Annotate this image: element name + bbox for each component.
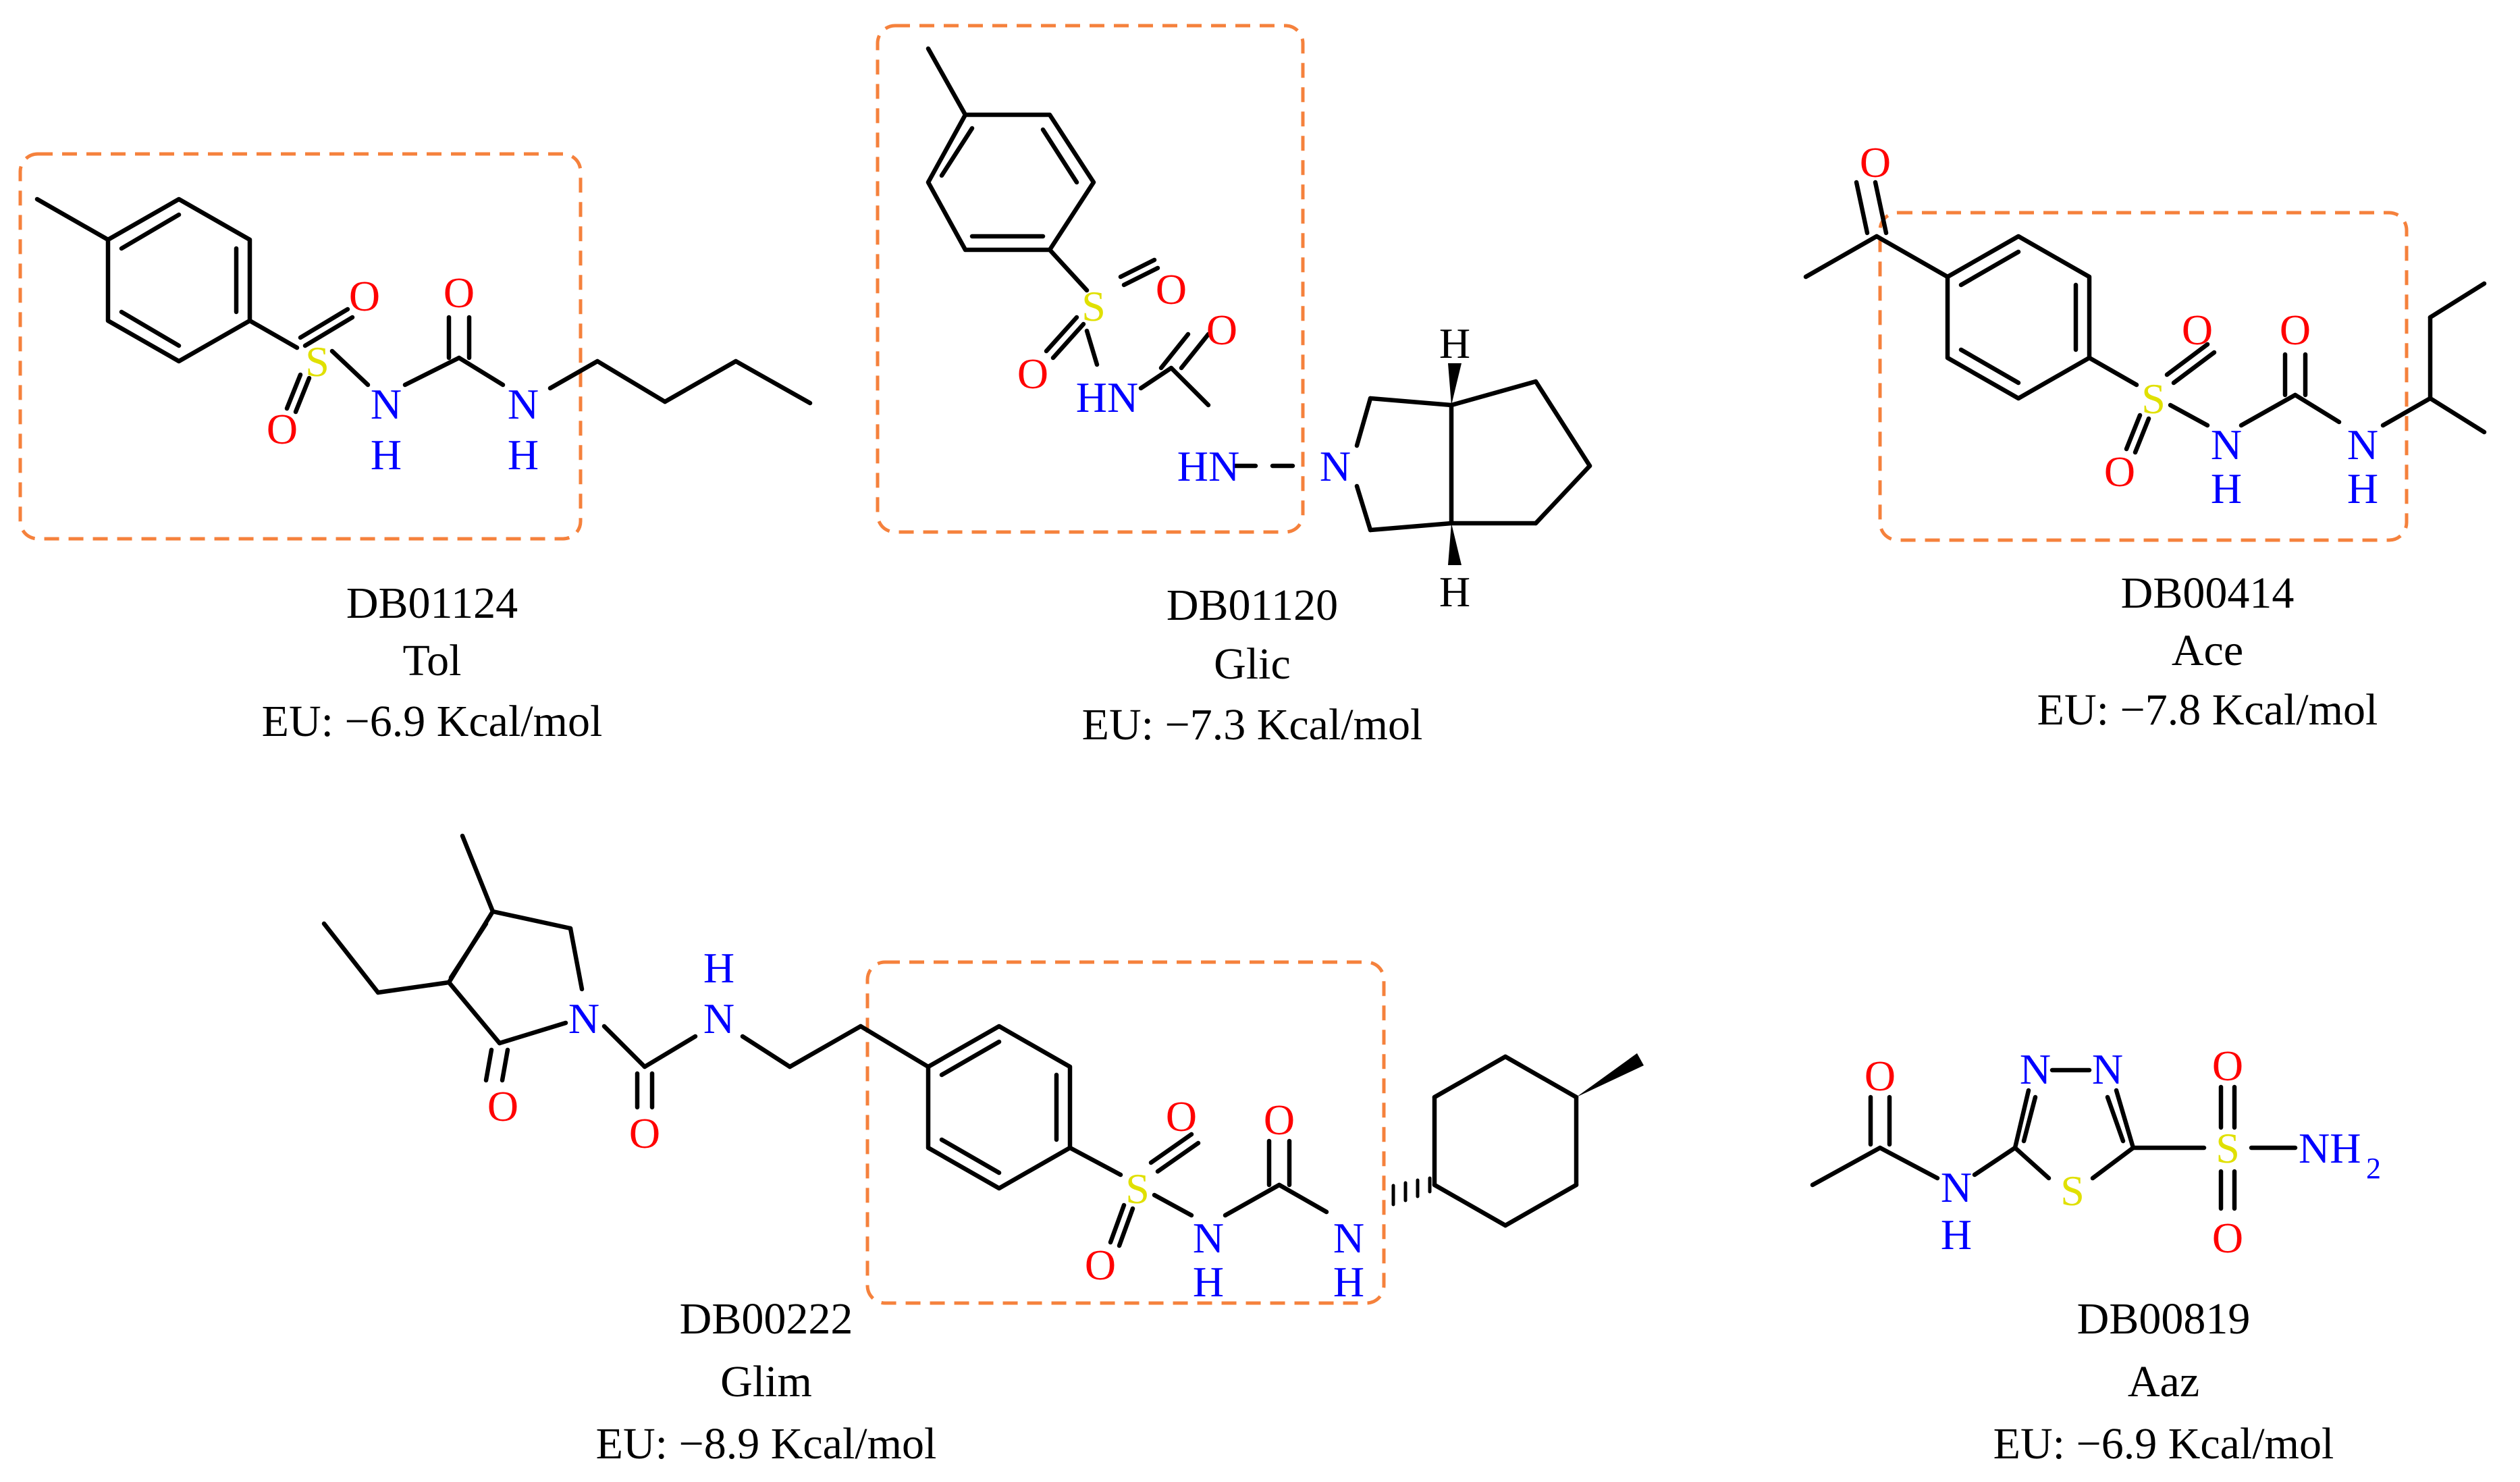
atom-o-aaz-1: O: [2212, 1042, 2243, 1090]
compound-id-tol: DB01124: [346, 579, 518, 628]
atom-n-ace-2: N: [2347, 421, 2378, 469]
atom-h-glim-2: H: [1193, 1258, 1224, 1306]
wedge-glim-methyl: [1576, 1053, 1644, 1097]
atom-h-ace-1: H: [2211, 465, 2242, 512]
atom-o-aaz-2: O: [2212, 1214, 2243, 1262]
atom-s-tol: S: [305, 338, 329, 386]
atom-o-glim-urea1: O: [629, 1109, 660, 1157]
compound-name-glic: Glic: [1214, 639, 1291, 689]
atom-h-aaz-amide: H: [1941, 1211, 1972, 1259]
bonds-ace: [1803, 180, 2487, 455]
atom-n-aaz-ring1: N: [2020, 1045, 2051, 1093]
highlight-box-ace: [1878, 211, 2409, 542]
compound-energy-tol: EU: −6.9 Kcal/mol: [262, 697, 603, 746]
atom-o-glim-lactam: O: [487, 1082, 518, 1130]
hash-bond-glim: [1391, 1176, 1432, 1207]
atom-n-glim-3: N: [1333, 1214, 1364, 1262]
atom-h-glic-bottom: H: [1439, 568, 1470, 616]
atom-h-ace-2: H: [2347, 465, 2378, 512]
molecule-tol: S O O N H O N H DB01124 Tol EU: −6.9 Kca…: [18, 152, 813, 746]
atom-o-glic-1: O: [1156, 265, 1187, 313]
compound-energy-aaz: EU: −6.9 Kcal/mol: [1993, 1419, 2334, 1468]
atom-s-glic: S: [1081, 282, 1106, 330]
atom-h-glic-top: H: [1439, 319, 1470, 367]
atom-o-glim-2: O: [1085, 1241, 1116, 1289]
atom-o-glic-2: O: [1017, 350, 1048, 398]
compound-name-aaz: Aaz: [2128, 1357, 2199, 1406]
atom-n-aaz-ring2: N: [2092, 1045, 2123, 1093]
atom-o-ace-1: O: [2182, 306, 2213, 354]
atom-o-ace-ketone: O: [1860, 138, 1891, 186]
atom-nh2-aaz: NH: [2299, 1124, 2361, 1172]
atom-n-glic-3: N: [1320, 442, 1351, 490]
bonds-tol: [34, 196, 813, 415]
atom-o-tol-3: O: [444, 269, 475, 317]
atom-n-glim-2: N: [1193, 1214, 1224, 1262]
atom-s-glim: S: [1125, 1165, 1150, 1213]
atom-n-tol-1: N: [371, 380, 402, 428]
atom-h-glim-3: H: [1333, 1258, 1364, 1306]
atom-o-aaz-acetyl: O: [1865, 1052, 1896, 1100]
bonds-aaz: [1810, 1067, 2298, 1211]
highlight-box-tol: [18, 152, 583, 541]
molecule-glic: S O O HN O HN N H H DB01120 Glic EU: −7.…: [876, 24, 1592, 749]
compound-name-tol: Tol: [402, 636, 461, 685]
bonds-glim: [321, 833, 1579, 1248]
atom-hn-glic-1: HN: [1076, 373, 1138, 421]
molecule-aaz: O N H N N S S O O NH 2 DB00819 Aaz EU: −…: [1810, 1042, 2381, 1468]
bonds-glic: [926, 46, 1592, 533]
atom-n-tol-2: N: [508, 380, 539, 428]
atom-n-glim-nh1: N: [703, 995, 734, 1042]
wedge-glic-top: [1448, 363, 1462, 405]
atom-o-glim-3: O: [1264, 1096, 1295, 1144]
compound-id-glim: DB00222: [680, 1294, 853, 1344]
atom-nh2-subscript-aaz: 2: [2366, 1152, 2381, 1185]
atom-o-ace-2: O: [2104, 448, 2135, 496]
compound-energy-glic: EU: −7.3 Kcal/mol: [1082, 700, 1423, 749]
atom-h-tol-2: H: [508, 431, 539, 479]
compound-name-glim: Glim: [720, 1357, 812, 1406]
atom-s-aaz-ring: S: [2060, 1167, 2085, 1215]
atom-s-aaz-sulfonamide: S: [2216, 1124, 2240, 1172]
atom-o-tol-1: O: [349, 272, 380, 320]
compound-energy-ace: EU: −7.8 Kcal/mol: [2037, 685, 2378, 735]
atom-hn-glic-2: HN: [1177, 442, 1239, 490]
atom-o-ace-3: O: [2280, 306, 2311, 354]
atom-o-glim-1: O: [1166, 1092, 1197, 1140]
wedge-glic-bottom: [1448, 523, 1462, 565]
compound-energy-glim: EU: −8.9 Kcal/mol: [596, 1419, 937, 1468]
atom-n-aaz-amide: N: [1941, 1163, 1972, 1211]
highlight-box-glim: [865, 960, 1386, 1305]
compound-id-ace: DB00414: [2121, 568, 2295, 618]
molecule-glim: O N O H N S O O N H O N H DB00222 Glim E…: [321, 833, 1644, 1468]
compound-id-glic: DB01120: [1167, 581, 1338, 630]
atom-n-glim-ring: N: [568, 995, 599, 1042]
atom-o-tol-2: O: [267, 405, 298, 453]
atom-o-glic-3: O: [1206, 306, 1237, 354]
atom-n-ace-1: N: [2211, 421, 2242, 469]
atom-h-tol-1: H: [371, 431, 402, 479]
compound-name-ace: Ace: [2172, 626, 2243, 675]
highlight-box-glic: [876, 24, 1305, 534]
molecule-ace: O S O O N H O N H DB00414 Ace EU: −7.8 K…: [1803, 138, 2487, 735]
atom-h-glim-nh1: H: [703, 944, 734, 992]
compound-id-aaz: DB00819: [2077, 1294, 2251, 1344]
atom-s-ace: S: [2141, 375, 2166, 423]
